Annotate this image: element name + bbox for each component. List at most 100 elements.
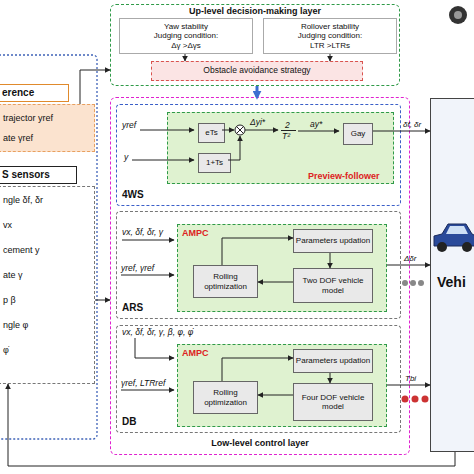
signal-label: 2	[285, 120, 290, 130]
node-text: Yaw stability	[164, 22, 208, 31]
node-text: Obstacle avoidance strategy	[203, 66, 310, 76]
connector-arrow	[387, 265, 430, 266]
signal-line	[121, 275, 174, 276]
node-text: 1+Ts	[206, 158, 223, 167]
tire-icon	[454, 11, 462, 19]
node-text: ngle δf, δr	[3, 195, 43, 205]
layer-box: Low-level control layer 4WS Preview-follow…	[110, 97, 410, 455]
connector-arrow	[80, 70, 110, 104]
car-illustration	[446, 226, 468, 234]
condition-box: Rollover stabilityJudging condition:LTR …	[263, 18, 397, 54]
car-illustration	[434, 224, 474, 246]
vehicle-box: Vehi	[430, 98, 474, 452]
signal-line	[228, 136, 240, 160]
connector-arrow	[95, 300, 110, 301]
node-text: Two DOF vehicle model	[294, 276, 372, 294]
connector-arrow	[222, 238, 293, 265]
signal-label: Δyi*	[250, 117, 265, 127]
multiplier-symbol	[237, 127, 244, 134]
node-text: Gay	[351, 129, 366, 138]
block-box: 1+Ts	[198, 153, 231, 173]
node-text: Rollover stability	[301, 22, 359, 31]
signal-line	[135, 338, 174, 358]
node-text: Preview-follower	[308, 171, 380, 181]
connector-arrow	[330, 54, 331, 61]
tire-icon	[449, 6, 467, 24]
node-text: AMPC	[182, 348, 209, 358]
connector-arrow	[373, 131, 430, 132]
signal-line	[122, 240, 174, 241]
node-text: ate γref	[3, 133, 33, 143]
connector-arrow	[258, 395, 293, 396]
multiplier-symbol	[235, 125, 245, 135]
signal-line	[298, 131, 339, 132]
fraction-bar	[281, 130, 296, 131]
process-box: Parameters updation	[293, 349, 373, 373]
node-text: Δγ >Δγs	[171, 41, 201, 50]
node-text: AMPC	[182, 228, 209, 238]
brake-icon	[402, 396, 409, 403]
node-text: Rolling optimization	[194, 272, 257, 290]
group-border	[0, 55, 97, 439]
process-box: Parameters updation	[293, 229, 373, 253]
mpc-box: AMPC Parameters updationRolling optimizat…	[177, 344, 387, 427]
node-text: erence	[0, 84, 69, 102]
connector-arrow	[185, 54, 186, 61]
output-label: Δδr	[404, 254, 416, 263]
connector-arrow	[258, 282, 293, 283]
connector-arrow	[387, 385, 430, 386]
node-text: DB	[122, 416, 136, 427]
signal-line	[245, 130, 278, 131]
node-text: Four DOF vehicle model	[294, 393, 372, 411]
node-text: trajector yref	[3, 113, 53, 123]
node-text: Judging condition:	[298, 31, 363, 40]
node-text: Parameters updation	[296, 236, 370, 245]
multiplier-symbol	[237, 127, 244, 134]
block-box: eTs	[198, 123, 225, 143]
signal-label: γref, LTRref	[121, 378, 165, 388]
tire-icon	[402, 280, 408, 286]
node-text: Judging condition:	[154, 31, 219, 40]
signal-label: vx, δf, δr, γ	[122, 227, 163, 237]
signal-label: yref	[122, 120, 136, 130]
signal-line	[121, 390, 174, 391]
process-box: Two DOF vehicle model	[293, 268, 373, 303]
signal-label: vx, δf, δr, γ, β, φ, φ̇	[122, 327, 193, 337]
node-text: cement y	[3, 245, 40, 255]
connector-arrow	[330, 373, 331, 383]
node-text: Low-level control layer	[111, 438, 409, 448]
layer-box: Up-level decision-making layerYaw stabil…	[110, 4, 400, 86]
car-wheel	[437, 242, 447, 252]
node-text: Vehi	[437, 274, 466, 290]
tire-icon	[410, 280, 416, 286]
signal-label: yref, γref	[121, 263, 154, 273]
node-text: 4WS	[122, 189, 144, 200]
reference-box: erencetrajector yrefate γref	[0, 104, 95, 152]
output-label: δf, δr	[403, 120, 421, 129]
connector-arrow	[330, 253, 331, 268]
process-box: Four DOF vehicle model	[293, 383, 373, 421]
condition-box: Yaw stabilityJudging condition:Δγ >Δγs	[119, 18, 253, 54]
signal-label: T²	[282, 131, 290, 141]
connector-arrow	[256, 86, 259, 97]
node-text: Up-level decision-making layer	[111, 6, 399, 16]
node-text: p β	[3, 295, 16, 305]
node-text: S sensors	[0, 166, 77, 184]
signal-line	[222, 130, 234, 131]
signal-line	[132, 160, 194, 161]
node-text: Parameters updation	[296, 356, 370, 365]
block-box: Gay	[343, 123, 373, 145]
connector-arrow	[222, 358, 293, 381]
node-text: vx	[3, 220, 12, 230]
node-text: LTR >LTRs	[310, 41, 350, 50]
car-wheel	[462, 242, 472, 252]
sensor-box: S sensorsngle δf, δrvxcement yate γp βng…	[0, 186, 95, 384]
node-text: eTs	[205, 128, 217, 137]
model-box: Preview-follower eTs 1+Ts Gay	[167, 112, 394, 184]
brake-icon	[412, 396, 419, 403]
node-text: ngle φ	[3, 320, 28, 330]
strategy-box: Obstacle avoidance strategy	[151, 61, 363, 81]
node-text: ate γ	[3, 270, 23, 280]
node-text: Rolling optimization	[194, 388, 257, 406]
